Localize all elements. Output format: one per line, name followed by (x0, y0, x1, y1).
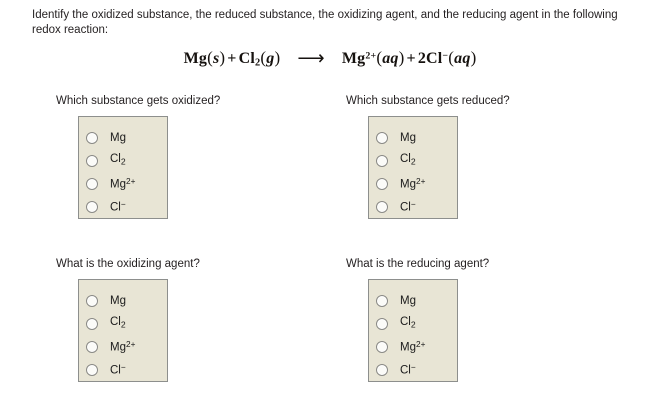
option-group-reducing-agent[interactable]: Mg Cl2 Mg2+ Cl− (368, 279, 458, 382)
radio-button-icon[interactable] (86, 131, 98, 144)
radio-button-icon[interactable] (376, 317, 388, 330)
question-prompt: Identify the oxidized substance, the red… (32, 9, 618, 36)
option-label: Mg2+ (400, 177, 426, 191)
option-label: Cl2 (110, 316, 126, 330)
option-label: Cl2 (400, 316, 416, 330)
option-label: Cl− (400, 363, 416, 377)
option-reducing-agent-cl2[interactable]: Cl2 (369, 312, 457, 335)
product-magnesium-ion-state: aq (382, 50, 399, 67)
option-reduced-clminus[interactable]: Cl− (369, 195, 457, 218)
option-oxidizing-agent-mg[interactable]: Mg (79, 289, 167, 312)
product-chloride-ion: 2Cl−(aq) (418, 48, 477, 68)
product-chloride-ion-coefficient: 2 (417, 50, 427, 67)
option-label: Mg2+ (110, 340, 136, 354)
product-chloride-ion-formula: Cl (426, 50, 443, 67)
radio-button-icon[interactable] (86, 340, 98, 353)
question-block-oxidizing-agent: What is the oxidizing agent? Mg Cl2 Mg2+… (56, 257, 200, 382)
product-chloride-ion-charge: − (442, 50, 449, 62)
option-label: Cl2 (400, 153, 416, 167)
right-paren-3: ) (398, 48, 405, 67)
option-oxidizing-agent-mg2plus[interactable]: Mg2+ (79, 335, 167, 358)
option-group-oxidized[interactable]: Mg Cl2 Mg2+ Cl− (78, 116, 168, 219)
left-paren-4: ( (448, 48, 455, 67)
option-label: Mg (110, 294, 126, 307)
option-group-reduced[interactable]: Mg Cl2 Mg2+ Cl− (368, 116, 458, 219)
radio-button-icon[interactable] (376, 131, 388, 144)
radio-button-icon[interactable] (86, 363, 98, 376)
right-paren-4: ) (470, 48, 477, 67)
radio-button-icon[interactable] (86, 317, 98, 330)
radio-button-icon[interactable] (376, 363, 388, 376)
reactant-chlorine: Cl2(g) (239, 48, 281, 69)
radio-button-icon[interactable] (86, 200, 98, 213)
redox-equation: Mg(s)+Cl2(g)⟶Mg2+(aq)+2Cl−(aq) (0, 46, 660, 69)
option-label: Mg (400, 131, 416, 144)
radio-button-icon[interactable] (376, 294, 388, 307)
option-reducing-agent-mg2plus[interactable]: Mg2+ (369, 335, 457, 358)
question-label-reduced: Which substance gets reduced? (346, 95, 510, 107)
question-block-reduced: Which substance gets reduced? Mg Cl2 Mg2… (346, 94, 510, 219)
question-label-reducing-agent: What is the reducing agent? (346, 258, 490, 270)
product-magnesium-ion-formula: Mg (341, 50, 366, 67)
option-label: Mg2+ (110, 177, 136, 191)
reactant-magnesium: Mg(s) (184, 48, 226, 68)
product-magnesium-ion-charge: 2+ (365, 50, 377, 62)
reactant-chlorine-formula: Cl (238, 50, 255, 67)
option-oxidizing-agent-cl2[interactable]: Cl2 (79, 312, 167, 335)
product-chloride-ion-state: aq (454, 50, 471, 67)
plus-sign-right: + (406, 50, 416, 67)
reaction-arrow-icon: ⟶ (297, 48, 325, 69)
reactant-chlorine-state: g (266, 50, 275, 67)
question-block-reducing-agent: What is the reducing agent? Mg Cl2 Mg2+ … (346, 257, 489, 382)
option-label: Cl− (110, 200, 126, 214)
option-oxidizing-agent-clminus[interactable]: Cl− (79, 358, 167, 381)
option-label: Cl− (110, 363, 126, 377)
right-paren-1: ) (219, 48, 226, 67)
plus-sign-left: + (227, 50, 237, 67)
radio-button-icon[interactable] (376, 154, 388, 167)
reactant-chlorine-subscript: 2 (255, 57, 261, 69)
option-label: Mg2+ (400, 340, 426, 354)
question-block-oxidized: Which substance gets oxidized? Mg Cl2 Mg… (56, 94, 220, 219)
question-label-oxidized: Which substance gets oxidized? (56, 95, 221, 107)
option-reducing-agent-mg[interactable]: Mg (369, 289, 457, 312)
radio-button-icon[interactable] (86, 154, 98, 167)
option-label: Cl− (400, 200, 416, 214)
option-oxidized-cl2[interactable]: Cl2 (79, 149, 167, 172)
option-reduced-mg2plus[interactable]: Mg2+ (369, 172, 457, 195)
option-reducing-agent-clminus[interactable]: Cl− (369, 358, 457, 381)
option-label: Cl2 (110, 153, 126, 167)
option-oxidized-mg2plus[interactable]: Mg2+ (79, 172, 167, 195)
radio-button-icon[interactable] (376, 340, 388, 353)
radio-button-icon[interactable] (86, 294, 98, 307)
reactant-magnesium-state: s (212, 50, 220, 67)
left-paren-1: ( (207, 48, 213, 67)
right-paren-2: ) (274, 48, 281, 67)
option-reduced-cl2[interactable]: Cl2 (369, 149, 457, 172)
radio-button-icon[interactable] (86, 177, 98, 190)
option-reduced-mg[interactable]: Mg (369, 126, 457, 149)
radio-button-icon[interactable] (376, 177, 388, 190)
option-oxidized-mg[interactable]: Mg (79, 126, 167, 149)
left-paren-2: ( (260, 48, 267, 67)
option-group-oxidizing-agent[interactable]: Mg Cl2 Mg2+ Cl− (78, 279, 168, 382)
question-label-oxidizing-agent: What is the oxidizing agent? (56, 258, 200, 270)
radio-button-icon[interactable] (376, 200, 388, 213)
reactant-magnesium-formula: Mg (183, 50, 208, 67)
option-label: Mg (400, 294, 416, 307)
product-magnesium-ion: Mg2+(aq) (342, 48, 405, 68)
option-label: Mg (110, 131, 126, 144)
option-oxidized-clminus[interactable]: Cl− (79, 195, 167, 218)
left-paren-3: ( (376, 48, 383, 67)
